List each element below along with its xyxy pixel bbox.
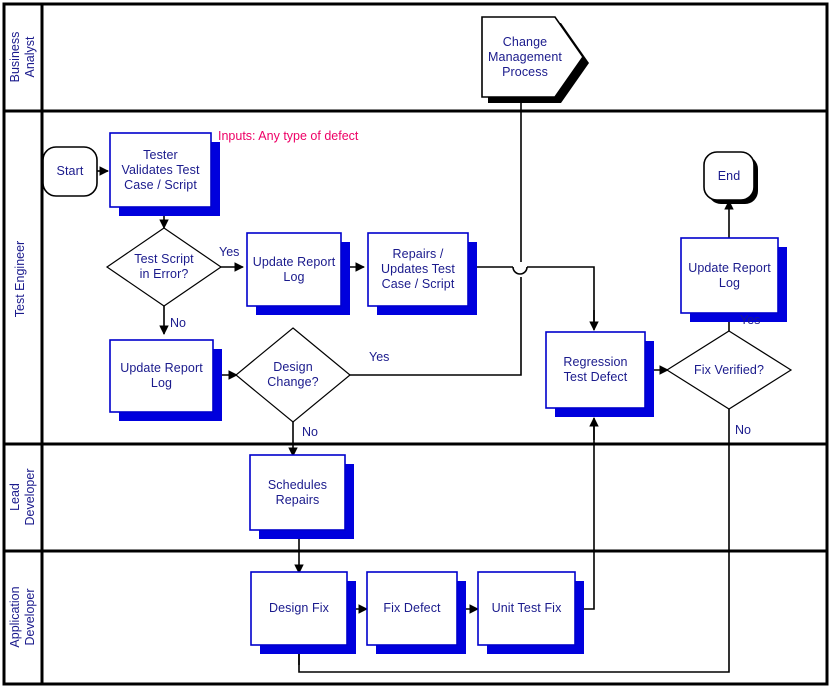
edge-designchange-yes xyxy=(349,277,522,376)
edge-label-designchange-yes: Yes xyxy=(369,350,390,364)
lane-label-lead-developer: Lead Developer xyxy=(8,468,37,526)
node-fix-verified[interactable] xyxy=(665,330,793,410)
node-change-mgmt-process[interactable] xyxy=(481,16,589,103)
lane-label-test-engineer: Test Engineer xyxy=(12,240,27,318)
edge-label-fixverified-no: No xyxy=(735,423,751,437)
node-unit-test-fix[interactable] xyxy=(477,571,584,654)
lane-label-business-analyst: Business Analyst xyxy=(8,31,37,83)
edge-label-testscript-no: No xyxy=(170,316,186,330)
node-design-fix[interactable] xyxy=(250,571,356,654)
node-regression-test-defect[interactable] xyxy=(545,331,654,417)
node-update-report-log-3[interactable] xyxy=(680,237,787,322)
lane-label-application-developer: Application Developer xyxy=(8,586,37,648)
edge-label-testscript-yes: Yes xyxy=(219,245,240,259)
node-test-script-in-error[interactable] xyxy=(105,227,223,307)
note-inputs: Inputs: Any type of defect xyxy=(218,129,359,143)
edge-unittest-to-regression xyxy=(575,417,599,610)
node-design-change[interactable] xyxy=(235,327,351,423)
node-end[interactable] xyxy=(703,151,758,204)
node-repairs-updates[interactable] xyxy=(367,232,477,315)
node-start[interactable] xyxy=(42,146,98,197)
node-fix-defect[interactable] xyxy=(366,571,466,654)
swimlane-dividers xyxy=(4,4,827,684)
edge-label-fixverified-yes: Yes xyxy=(740,313,761,327)
node-schedules-repairs[interactable] xyxy=(249,454,354,539)
node-tester-validates[interactable] xyxy=(109,132,220,216)
node-update-report-log-1[interactable] xyxy=(246,232,350,315)
connectors: Update Report Log 1 --> Update Report Lo… xyxy=(97,98,734,673)
edge-label-designchange-no: No xyxy=(302,425,318,439)
edge-repairs-to-regression xyxy=(468,266,599,331)
node-update-report-log-2[interactable] xyxy=(109,339,222,421)
